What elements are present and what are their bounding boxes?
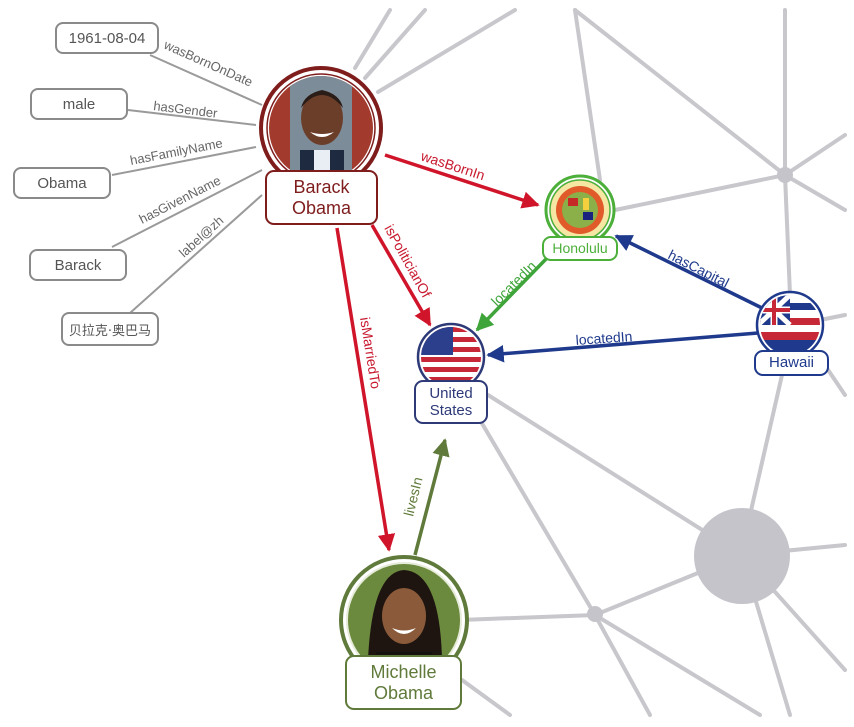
literal-edge-labels: wasBornOnDate hasGender hasFamilyName ha… [129, 37, 255, 261]
barack-label-line2: Obama [291, 197, 352, 218]
michelle-label-line1: Michelle [370, 661, 437, 682]
honolulu-label-text: Honolulu [552, 240, 608, 257]
barack-obama-label[interactable]: Barack Obama [265, 170, 378, 225]
united-states-label[interactable]: United States [414, 380, 488, 424]
edge-locatedIn-honolulu [475, 256, 549, 332]
michelle-obama-label[interactable]: Michelle Obama [345, 655, 462, 710]
hawaii-label-text: Hawaii [768, 354, 814, 372]
relation-edges [335, 153, 763, 556]
edge-locatedIn-hawaii [486, 331, 759, 363]
barack-obama-portrait[interactable] [259, 66, 383, 190]
literal-birthdate[interactable]: 1961-08-04 [55, 22, 159, 54]
us-label-line1: United [429, 384, 473, 402]
edge-livesIn [413, 438, 450, 556]
edge-label-locatedIn-blue: locatedIn [575, 328, 633, 348]
edge-label-hasCapital: hasCapital [666, 246, 732, 290]
us-label-line2: States [429, 402, 473, 419]
background-node-large [694, 508, 790, 604]
honolulu-seal[interactable] [544, 174, 616, 246]
background-node-small [587, 606, 603, 622]
literal-edges [111, 54, 263, 314]
relation-edge-labels: wasBornIn isPoliticianOf isMarriedTo loc… [357, 147, 732, 517]
literal-gender[interactable]: male [30, 88, 128, 120]
barack-label-line1: Barack [293, 176, 350, 197]
edge-label-livesIn: livesIn [400, 475, 425, 517]
edge-isPoliticianOf [370, 224, 432, 327]
edge-isMarriedTo [335, 227, 396, 552]
edge-label-locatedIn-green: locatedIn [488, 258, 539, 309]
hawaii-label[interactable]: Hawaii [754, 350, 829, 376]
honolulu-label[interactable]: Honolulu [542, 236, 618, 261]
edge-wasBornIn [384, 153, 540, 209]
hawaii-flag[interactable] [755, 290, 825, 360]
united-states-flag[interactable] [416, 322, 486, 392]
literal-given-name[interactable]: Barack [29, 249, 127, 281]
edge-hasCapital [614, 234, 763, 310]
literal-family-name[interactable]: Obama [13, 167, 111, 199]
background-node-small [777, 167, 793, 183]
michelle-label-line2: Obama [373, 682, 434, 703]
edge-label-label-zh: label@zh [176, 213, 226, 261]
literal-label-zh[interactable]: 贝拉克·奥巴马 [61, 312, 159, 346]
